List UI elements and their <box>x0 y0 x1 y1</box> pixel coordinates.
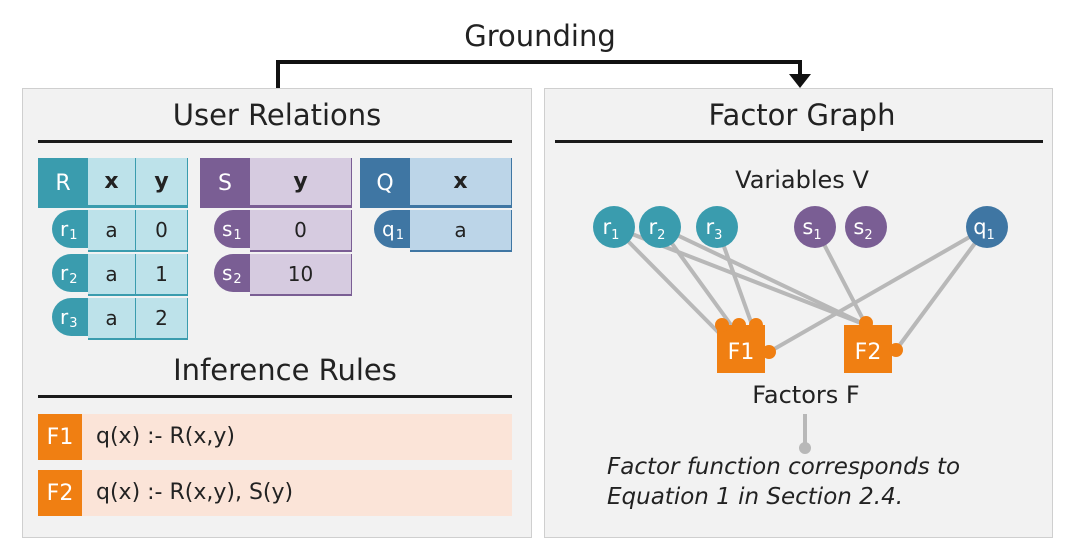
variable-node-circle <box>696 206 738 248</box>
variable-node-s1: s1 <box>794 206 836 248</box>
factor-knob <box>762 345 776 359</box>
table-cell: a <box>88 210 136 252</box>
note-connector-dot <box>799 442 811 454</box>
factor-knob <box>749 318 763 332</box>
table-cell: 0 <box>136 210 188 252</box>
factors-label: Factors F <box>752 381 860 409</box>
factor-node-f1: F1 <box>715 318 776 373</box>
variable-node-s2: s2 <box>845 206 887 248</box>
variable-node-r3: r3 <box>696 206 738 248</box>
table-name-q: Q <box>360 158 410 208</box>
relations-divider <box>38 140 512 143</box>
table-cell: 1 <box>136 254 188 296</box>
table-r-header-x: x <box>88 158 136 208</box>
grounding-arrow <box>276 60 811 90</box>
table-cell: a <box>88 298 136 340</box>
table-r-header-y: y <box>136 158 188 208</box>
rule-row-f1: F1 q(x) :- R(x,y) <box>38 414 512 460</box>
variable-node-circle <box>593 206 635 248</box>
rule-row-f2: F2 q(x) :- R(x,y), S(y) <box>38 470 512 516</box>
table-name-s: S <box>200 158 250 208</box>
factor-graph-title: Factor Graph <box>708 98 896 132</box>
variables-label: Variables V <box>735 166 869 194</box>
factor-function-note: Factor function corresponds to Equation … <box>607 452 960 512</box>
variable-node-circle <box>794 206 836 248</box>
table-cell: a <box>410 210 512 252</box>
variable-node-circle <box>966 206 1008 248</box>
rules-divider <box>38 395 512 398</box>
factor-edge <box>768 225 988 354</box>
note-line-1: Factor function corresponds to <box>607 454 961 480</box>
rule-id-f2: F2 <box>38 470 82 516</box>
table-cell: 0 <box>250 210 352 252</box>
grounding-label: Grounding <box>464 19 616 53</box>
table-name-r: R <box>38 158 88 208</box>
factor-node-label: F2 <box>855 340 882 365</box>
rule-id-f1: F1 <box>38 414 82 460</box>
factor-node-body <box>717 325 765 373</box>
factor-knob <box>859 316 873 330</box>
table-cell: 10 <box>250 254 352 296</box>
table-q-header-x: x <box>410 158 512 208</box>
rule-text-f1: q(x) :- R(x,y) <box>96 424 235 449</box>
factor-knob <box>889 343 903 357</box>
factor-edge <box>659 225 867 327</box>
table-cell: a <box>88 254 136 296</box>
factor-edge <box>658 225 741 338</box>
factor-edge <box>612 225 724 338</box>
factor-node-body <box>844 325 892 373</box>
table-cell: 2 <box>136 298 188 340</box>
table-s-header-y: y <box>250 158 352 208</box>
factor-graph-divider <box>555 140 1043 143</box>
variable-node-circle <box>639 206 681 248</box>
variable-node-q1: q1 <box>966 206 1008 248</box>
factor-node-label: F1 <box>728 340 755 365</box>
factor-graph-panel <box>544 88 1053 538</box>
inference-rules-title: Inference Rules <box>173 353 397 387</box>
factor-knob <box>715 318 729 332</box>
factor-node-f2: F2 <box>844 316 903 373</box>
variable-node-r1: r1 <box>593 206 635 248</box>
factor-edge <box>894 225 989 352</box>
note-line-2: Equation 1 in Section 2.4. <box>607 484 904 510</box>
variable-node-r2: r2 <box>639 206 681 248</box>
factor-knob <box>732 318 746 332</box>
rule-text-f2: q(x) :- R(x,y), S(y) <box>96 480 294 505</box>
user-relations-title: User Relations <box>172 98 382 132</box>
variable-node-circle <box>845 206 887 248</box>
